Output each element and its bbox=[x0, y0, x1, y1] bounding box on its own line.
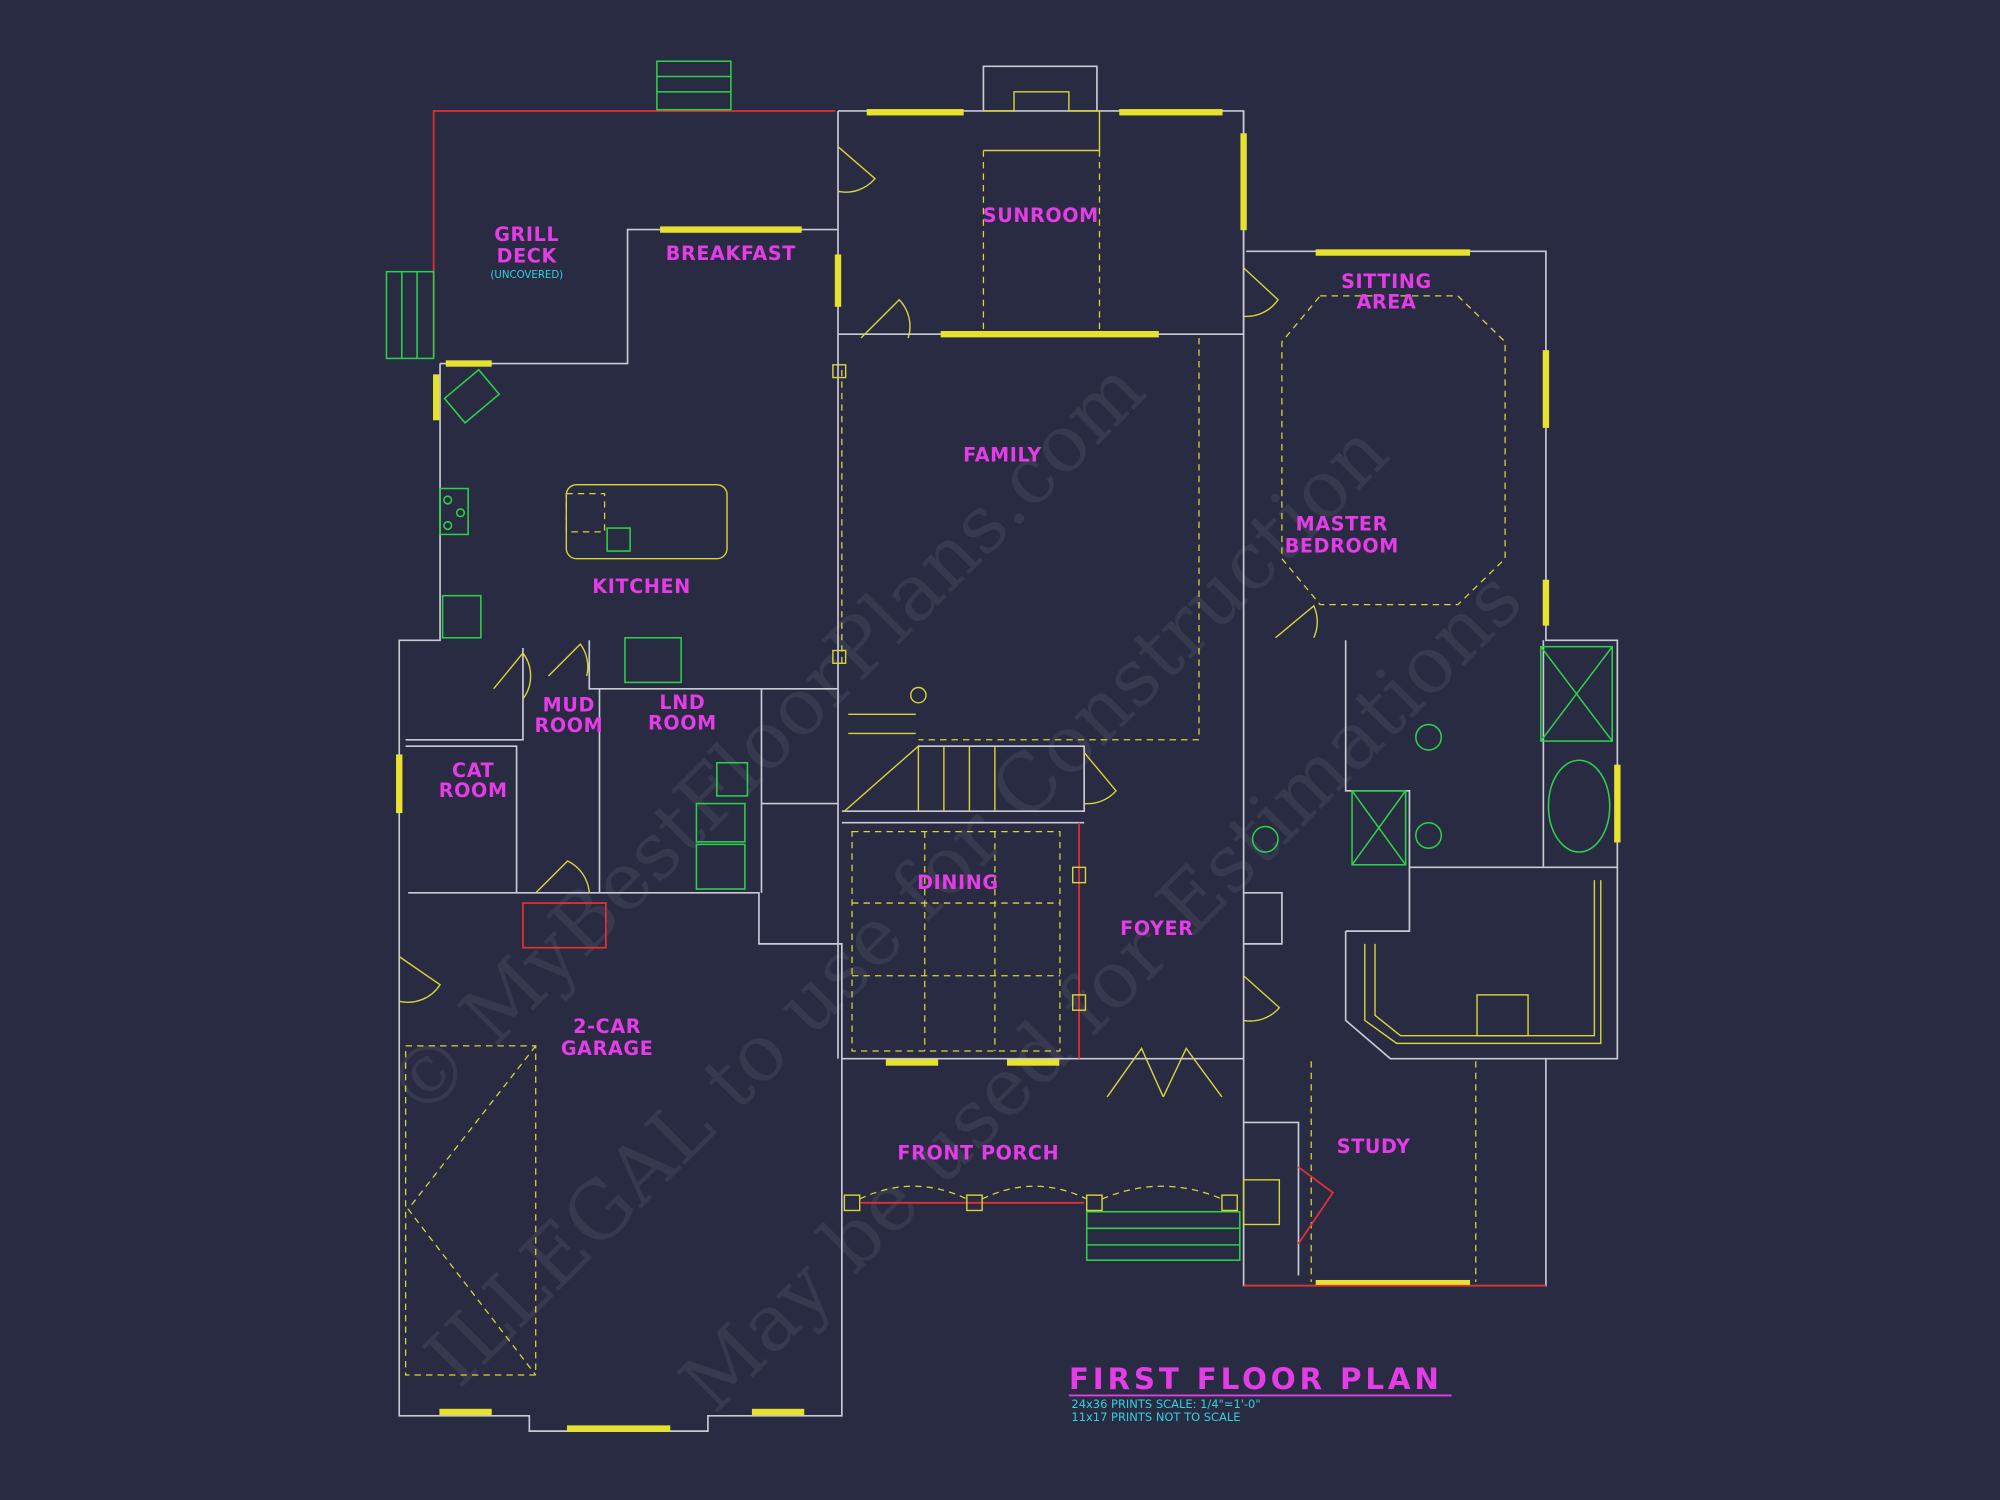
label-grill-deck-note: (UNCOVERED) bbox=[490, 270, 563, 281]
windows bbox=[396, 109, 1621, 1432]
openings bbox=[522, 822, 1546, 1287]
label-dining: DINING bbox=[917, 871, 999, 894]
label-front-porch: FRONT PORCH bbox=[897, 1141, 1059, 1164]
label-grill-deck: GRILL bbox=[494, 223, 559, 246]
label-sitting-area-2: AREA bbox=[1357, 291, 1417, 314]
scale-note-1: 24x36 PRINTS SCALE: 1/4"=1'-0" bbox=[1071, 1397, 1260, 1411]
label-mud-room-2: ROOM bbox=[534, 714, 603, 737]
porch-columns bbox=[832, 364, 1281, 1226]
label-master-bedroom-2: BEDROOM bbox=[1285, 534, 1399, 557]
label-mud-room: MUD bbox=[543, 694, 595, 717]
label-breakfast: BREAKFAST bbox=[666, 242, 796, 265]
title-block: FIRST FLOOR PLAN 24x36 PRINTS SCALE: 1/4… bbox=[1068, 1362, 1452, 1424]
label-master-bedroom: MASTER bbox=[1296, 513, 1388, 536]
room-labels: GRILL DECK (UNCOVERED) BREAKFAST SUNROOM… bbox=[439, 204, 1432, 1164]
doors bbox=[398, 146, 1318, 1098]
label-garage: 2-CAR bbox=[573, 1015, 641, 1038]
label-cat-room-2: ROOM bbox=[439, 779, 508, 802]
label-cat-room: CAT bbox=[452, 759, 494, 782]
plan-title: FIRST FLOOR PLAN bbox=[1069, 1362, 1443, 1396]
label-sunroom: SUNROOM bbox=[983, 204, 1099, 227]
label-kitchen: KITCHEN bbox=[592, 575, 691, 598]
label-foyer: FOYER bbox=[1120, 917, 1193, 940]
label-laundry-room: LND bbox=[659, 691, 705, 714]
label-study: STUDY bbox=[1337, 1135, 1411, 1158]
interior-lines bbox=[404, 150, 1602, 1376]
scale-note-2: 11x17 PRINTS NOT TO SCALE bbox=[1071, 1410, 1240, 1424]
label-laundry-room-2: ROOM bbox=[648, 712, 717, 735]
label-sitting-area: SITTING bbox=[1341, 270, 1432, 293]
label-family: FAMILY bbox=[963, 444, 1042, 467]
fixtures bbox=[385, 60, 1614, 1261]
label-grill-deck-2: DECK bbox=[497, 245, 558, 268]
label-garage-2: GARAGE bbox=[561, 1037, 654, 1060]
